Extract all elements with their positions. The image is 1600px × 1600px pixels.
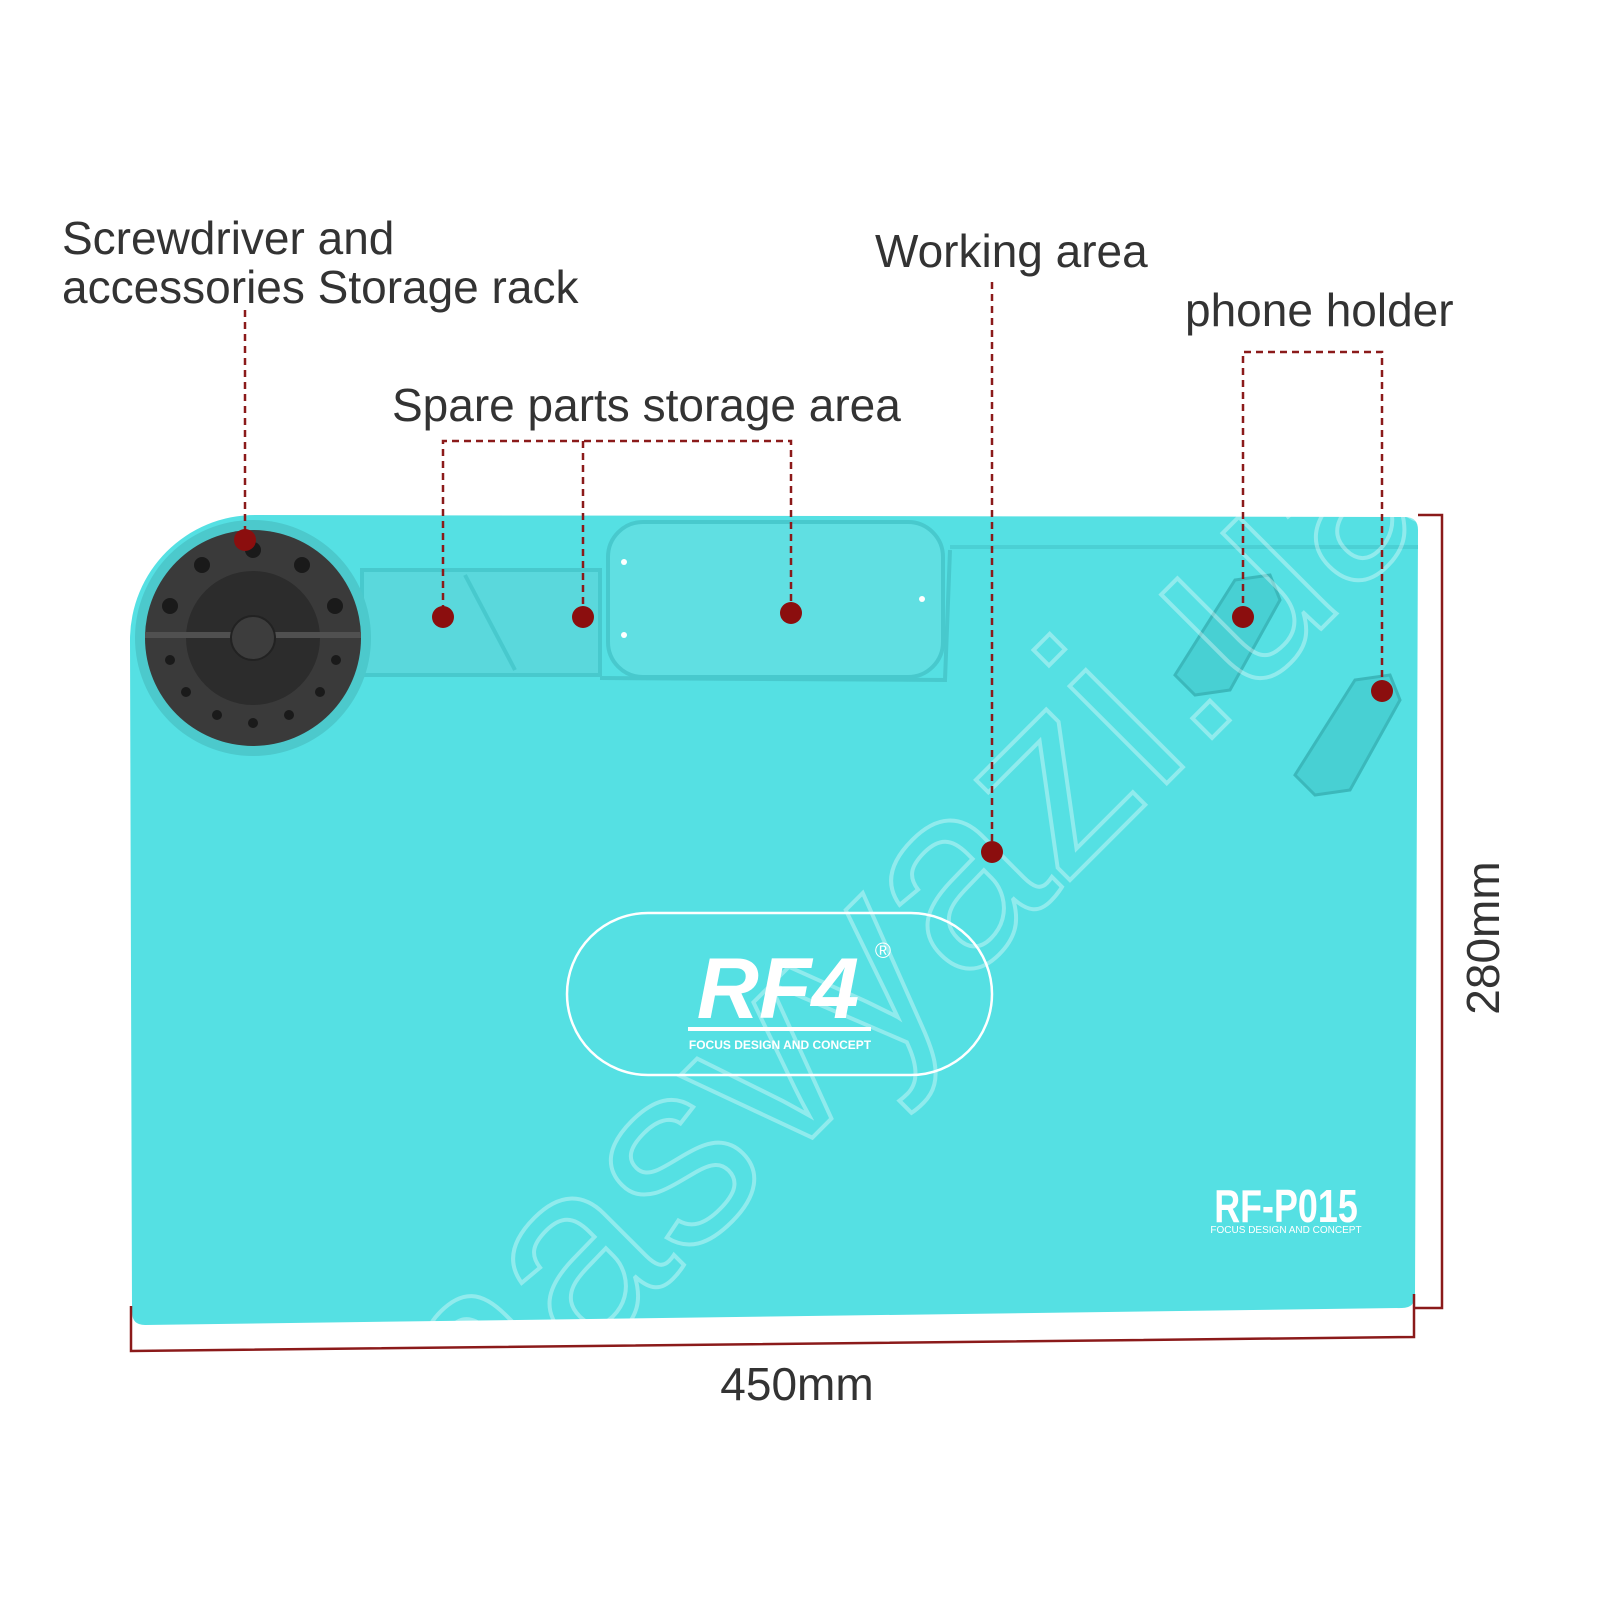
- leader-lines: [243, 282, 1384, 850]
- screwdriver-rack: [135, 520, 371, 756]
- logo-badge: [565, 911, 994, 1077]
- label-rack-line2: accessories Storage rack: [62, 261, 579, 313]
- height-dimension-line: [1415, 513, 1444, 1310]
- logo-brand: RF4: [697, 941, 859, 1037]
- label-rack-line1: Screwdriver and: [62, 212, 394, 264]
- width-dimension-line: [129, 1294, 1416, 1353]
- width-label: 450mm: [720, 1358, 873, 1410]
- logo-tagline: FOCUS DESIGN AND CONCEPT: [689, 1038, 872, 1052]
- label-phone-holder: phone holder: [1185, 284, 1454, 336]
- work-mat: [130, 515, 1418, 1325]
- spare-parts-tray: [360, 520, 952, 683]
- label-spare-parts: Spare parts storage area: [392, 379, 901, 431]
- logo-registered: ®: [875, 938, 891, 963]
- marker-dots: [234, 529, 1393, 863]
- height-label: 280mm: [1457, 861, 1509, 1014]
- model-tagline: FOCUS DESIGN AND CONCEPT: [1210, 1225, 1361, 1236]
- label-working-area: Working area: [875, 225, 1148, 277]
- model-name: RF-P015: [1214, 1181, 1358, 1232]
- phone-holder: [1173, 573, 1402, 797]
